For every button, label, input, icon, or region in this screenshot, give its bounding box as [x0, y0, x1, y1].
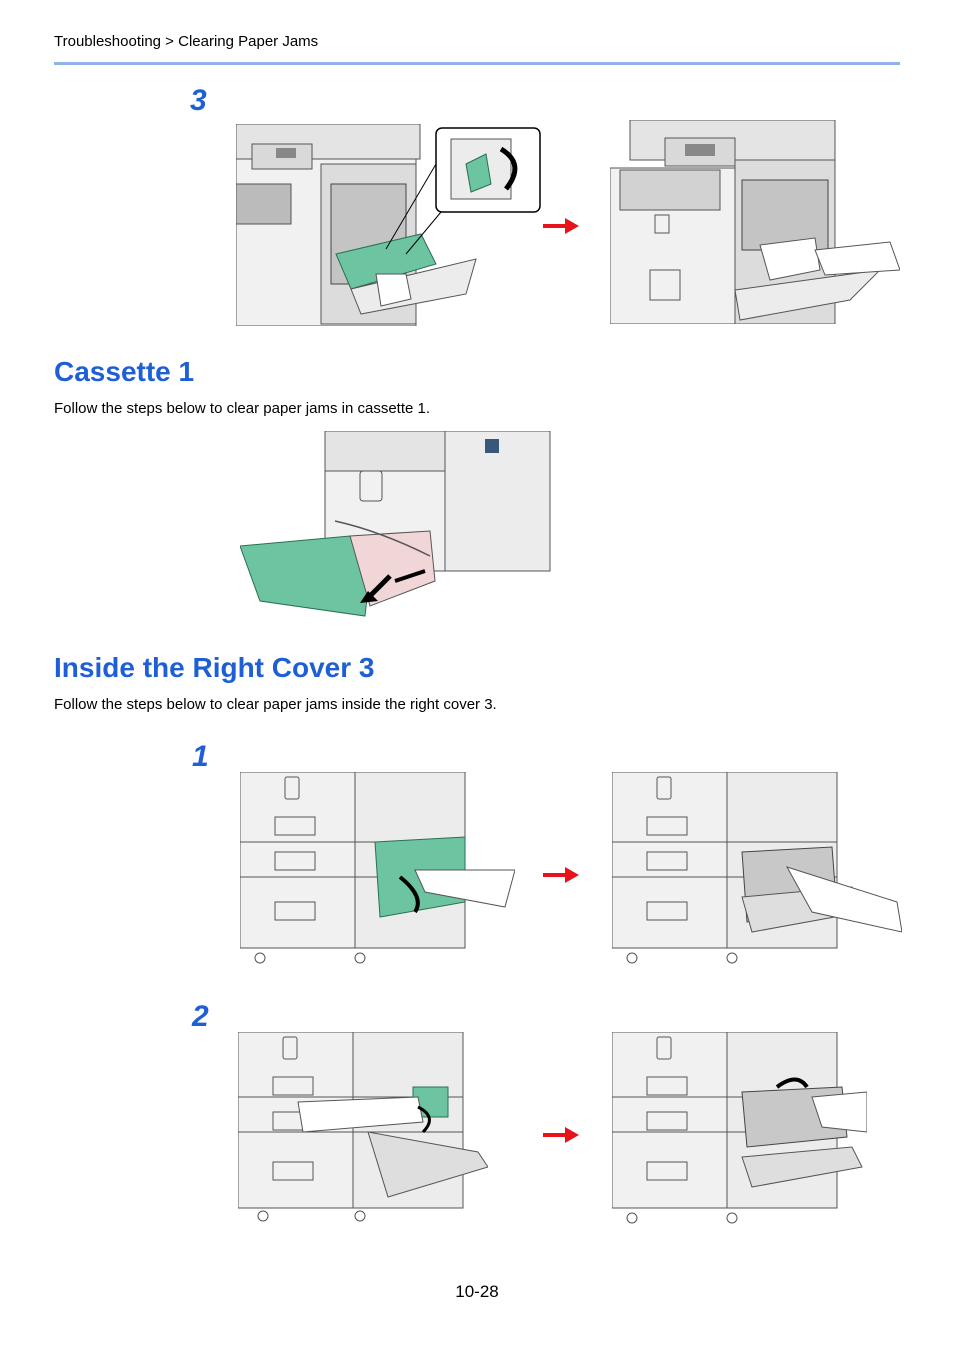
- figure-open-transport-guide: [238, 1032, 488, 1222]
- section-heading-right-cover-3: Inside the Right Cover 3: [54, 652, 375, 683]
- figure-open-right-cover-3: [240, 772, 515, 964]
- step-number-3: 3: [190, 84, 207, 117]
- figure-remove-paper-transport: [612, 1032, 867, 1224]
- section-intro-cassette-1: Follow the steps below to clear paper ja…: [54, 400, 431, 417]
- step-number-1: 1: [192, 740, 209, 773]
- figure-remove-jammed-paper-fuser: [610, 120, 900, 324]
- breadcrumb: Troubleshooting > Clearing Paper Jams: [54, 33, 319, 50]
- right-arrow-icon: [543, 218, 579, 234]
- right-arrow-icon: [543, 1127, 579, 1143]
- section-intro-right-cover-3: Follow the steps below to clear paper ja…: [54, 696, 497, 713]
- figure-pull-out-cassette-1: [240, 431, 551, 617]
- figure-open-right-cover-fuser: [236, 124, 541, 326]
- step-number-2: 2: [192, 1000, 209, 1033]
- page-number: 10-28: [455, 1282, 499, 1301]
- figure-remove-paper-right-cover-3: [612, 772, 902, 964]
- right-arrow-icon: [543, 867, 579, 883]
- section-heading-cassette-1: Cassette 1: [54, 356, 195, 387]
- header-rule: [54, 62, 900, 65]
